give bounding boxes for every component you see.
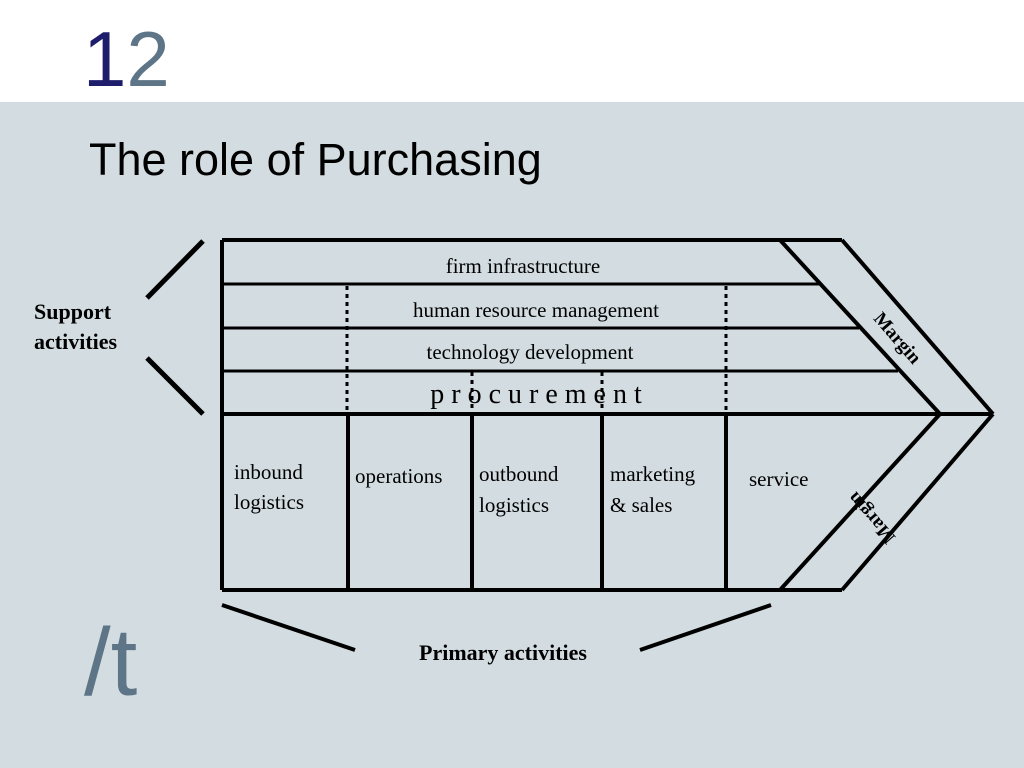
primary-inbound-line1: inbound <box>234 460 303 484</box>
support-row-technology: technology development <box>426 340 633 364</box>
primary-marketing-line2: & sales <box>610 493 672 517</box>
support-row-procurement: p r o c u r e m e n t <box>430 379 642 410</box>
margin-inner-lower-line <box>778 412 942 592</box>
slide-number: 12 <box>83 20 170 98</box>
support-row-firm-infrastructure: firm infrastructure <box>446 254 601 278</box>
margin-label-top: Margin <box>869 308 925 368</box>
support-row-human-resource: human resource management <box>413 298 659 322</box>
primary-bracket-left <box>221 603 356 652</box>
margin-inner-upper-line <box>778 238 942 416</box>
logo: /t <box>84 609 138 716</box>
primary-service: service <box>749 467 808 491</box>
chevron-upper-edge <box>840 238 995 416</box>
support-bracket-lower <box>145 356 205 416</box>
primary-operations: operations <box>355 464 442 488</box>
primary-activities-label: Primary activities <box>419 640 587 665</box>
support-bracket-upper <box>145 239 205 300</box>
primary-outbound-line2: logistics <box>479 493 549 517</box>
margin-label-bottom: Margin <box>844 487 900 547</box>
support-activities-label-line2: activities <box>34 329 118 354</box>
support-activities-label-line1: Support <box>34 299 112 324</box>
primary-bracket-right <box>639 603 772 652</box>
slide-number-second-digit: 2 <box>126 15 170 103</box>
primary-outbound-line1: outbound <box>479 462 559 486</box>
slide-title: The role of Purchasing <box>89 134 542 185</box>
primary-inbound-line2: logistics <box>234 490 304 514</box>
primary-marketing-line1: marketing <box>610 462 696 486</box>
chevron-lower-edge <box>840 412 995 592</box>
slide-number-first-digit: 1 <box>83 15 127 103</box>
content-background <box>0 102 1024 768</box>
